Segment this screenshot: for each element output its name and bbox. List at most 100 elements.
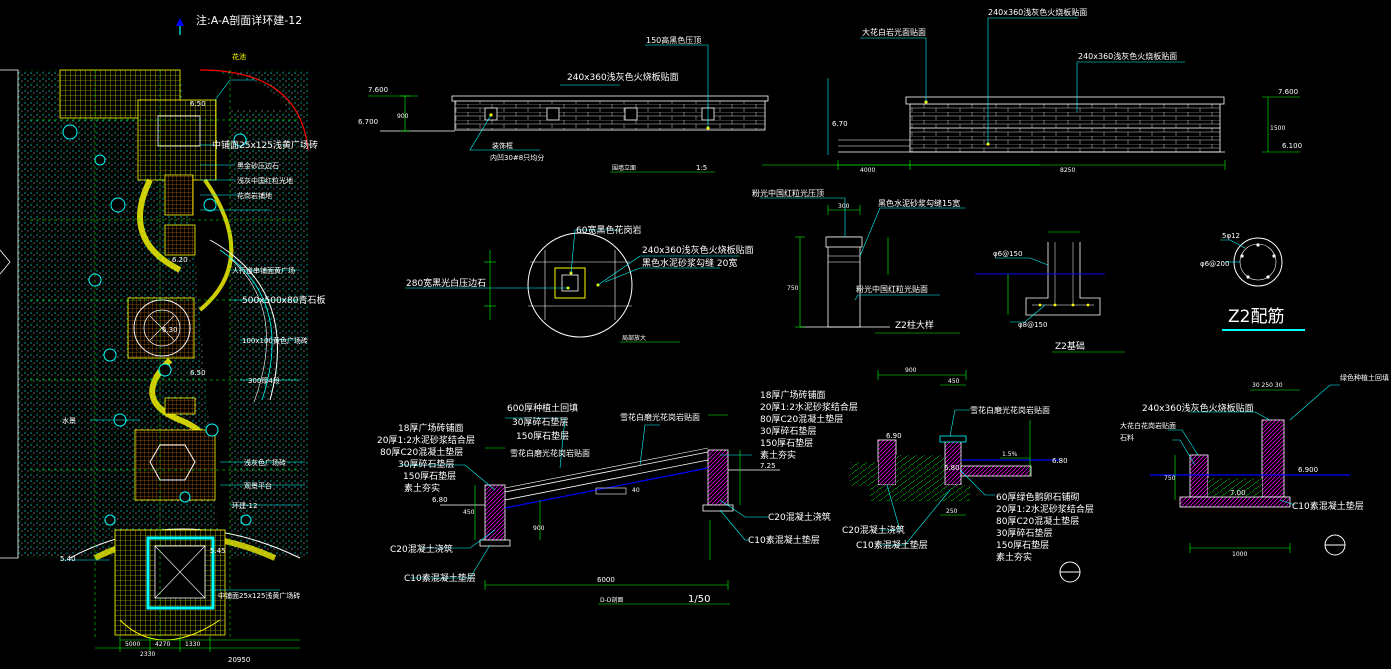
- column-label-top: 粉光中国红粒光压顶: [752, 188, 824, 198]
- section-mark-arrow: [176, 18, 184, 26]
- column-title: Z2柱大样: [895, 319, 934, 331]
- detail-circle-frame: [554, 267, 586, 299]
- dd-right-layer-5: 150厚石垫层: [760, 437, 813, 449]
- column-label-side: 粉光中国红粒光贴面: [856, 284, 928, 294]
- wall-right-level-top: 7.600: [1278, 88, 1298, 96]
- plan-level-1: 5.40: [60, 555, 76, 563]
- bed-label-2: 大花白花岗岩贴面: [1120, 421, 1176, 430]
- z2-column: 粉光中国红粒光压顶 黑色水泥砂浆勾缝15宽 粉光中国红粒光贴面 300 750 …: [752, 188, 965, 334]
- dd-right-layer-1: 18厚广场砖铺面: [760, 389, 825, 401]
- break-mark: [0, 249, 11, 275]
- bed-wall-right: [1261, 419, 1285, 498]
- slope-layer-1: [504, 459, 709, 501]
- wall-elevation-right: 大花白岩光面贴面 240x360浅灰色火烧板贴面 240x360浅灰色火烧板贴面…: [827, 7, 1302, 174]
- dd-c10-left: C10素混凝土垫层: [404, 572, 476, 584]
- dd-title: D-D剖面: [600, 596, 623, 604]
- dd-dim-w: 40: [632, 487, 640, 494]
- bed-dim-w: 1000: [1232, 551, 1247, 558]
- dd-level-right: 7.25: [760, 462, 776, 470]
- detail-circle: 60宽黑色花岗岩 240x360浅灰色火烧板贴面 黑色水泥砂浆勾缝 20宽 28…: [405, 224, 754, 343]
- section-dd-wall-left: [484, 484, 506, 541]
- pool-bottom-slab: [960, 465, 1032, 477]
- detail-dims: [484, 250, 680, 343]
- plan-dim-3: 1330: [185, 641, 200, 648]
- detail-label-3: 黑色水泥砂浆勾缝 20宽: [642, 257, 737, 269]
- plan-label-12: 中铺面25x125浅黄广场砖: [218, 591, 300, 600]
- column-body: [827, 236, 861, 328]
- section-bed: 240x360浅灰色火烧板贴面 大花白花岗岩贴面 石料 绿色种植土回填 C10素…: [1120, 373, 1389, 558]
- footing-label-1: φ6@150: [993, 250, 1022, 258]
- detail-label-2: 240x360浅灰色火烧板贴面: [642, 244, 754, 256]
- dd-left-layer-1: 18厚广场砖铺面: [398, 422, 463, 434]
- plan-label-planter: 花池: [232, 52, 246, 61]
- pool-label-c10: C10素混凝土垫层: [856, 539, 928, 551]
- entry-paving: [137, 99, 217, 181]
- path-segment: [164, 174, 194, 216]
- wall-left-niches: [484, 107, 715, 121]
- dd-right-layer-4: 30厚碎石垫层: [760, 425, 816, 437]
- wall-right-label-face2: 240x360浅灰色火烧板贴面: [1078, 51, 1177, 61]
- site-boundary: [199, 69, 309, 151]
- rebar-label-2: φ6@200: [1200, 260, 1229, 268]
- section-dd-left-layers: 18厚广场砖铺面 20厚1:2水泥砂浆结合层 80厚C20混凝土垫层 30厚碎石…: [377, 422, 475, 494]
- wall-right-dim-w1: 4000: [860, 167, 875, 174]
- bed-soil: [1208, 478, 1262, 497]
- octagon-feature: [149, 444, 196, 481]
- dd-dim-total: 6000: [597, 576, 615, 584]
- water-feature-frame: [146, 536, 215, 610]
- plan-label-4: 花岗岩铺地: [237, 191, 272, 200]
- wall-elevation-left: 150高黑色压顶 240x360浅灰色火烧板贴面 装饰框 内凹30#8只均分 围…: [358, 35, 1040, 173]
- plan-label-water: 水景: [62, 416, 76, 425]
- wall-left-label-face: 240x360浅灰色火烧板贴面: [567, 71, 679, 83]
- detail-circle-inner: [561, 274, 579, 292]
- site-plan: 注:A-A剖面详环建-12 花池 中铺面25x125浅黄广场砖 黑金砂压边石 浅…: [0, 13, 325, 664]
- plan-level-5: 6.50: [190, 369, 206, 377]
- dd-c20-right: C20混凝土浇筑: [768, 511, 831, 523]
- wall-right-label-face1: 240x360浅灰色火烧板贴面: [988, 7, 1087, 17]
- pool-wall-right: [944, 439, 962, 486]
- slope-layer-2: [504, 451, 709, 493]
- path-segment-2: [164, 397, 196, 415]
- dd-right-layer-6: 素土夯实: [760, 449, 796, 461]
- wall-right-face: [909, 101, 1221, 153]
- plan-label-8: 300厚4段: [248, 376, 280, 385]
- wall-left-title: 围墙立面: [612, 164, 636, 172]
- plan-dim-lines: [95, 636, 300, 652]
- pool-cap: [939, 435, 967, 443]
- footing-rebar-dots: [1038, 303, 1090, 307]
- plan-label-3: 浅灰中国红粒光地: [237, 176, 293, 185]
- plan-label-2: 黑金砂压边石: [237, 161, 279, 170]
- footing-outline: [1025, 242, 1101, 316]
- wall-left-level-base: 6.700: [358, 118, 378, 126]
- section-dd-right-layers: 18厚广场砖铺面 20厚1:2水泥砂浆结合层 80厚C20混凝土垫层 30厚碎石…: [760, 389, 858, 461]
- pool-layer-6: 素土夯实: [996, 551, 1032, 563]
- bed-base-slab: [1179, 496, 1291, 508]
- section-dd-top-layers: 600厚种植土回填 30厚碎石垫层 150厚石垫层: [507, 402, 578, 442]
- bed-dims: [1174, 389, 1300, 553]
- pool-slope: 1.5%: [1002, 451, 1018, 458]
- detail-circle-bricks: [528, 250, 632, 320]
- footing-dims: [1007, 231, 1125, 353]
- detail-leaders: [405, 229, 740, 289]
- central-inner-circle: [143, 309, 181, 347]
- footing-title: Z2基础: [1055, 340, 1085, 352]
- section-dd-leaders: [400, 417, 768, 579]
- section-dd: 18厚广场砖铺面 20厚1:2水泥砂浆结合层 80厚C20混凝土垫层 30厚碎石…: [377, 389, 858, 605]
- wall-left-coping: [451, 95, 769, 102]
- z2-rebar: 5φ12 φ6@200 Z2配筋: [1200, 232, 1305, 331]
- pool-layer-1: 60厚绿色鹅卵石铺砌: [996, 491, 1079, 503]
- plan-label-10: 观景平台: [244, 481, 272, 490]
- rebar-bars: [1240, 243, 1276, 279]
- dd-right-layer-3: 80厚C20混凝土垫层: [760, 413, 843, 425]
- water-feature-cross: [154, 545, 206, 599]
- wall-left-label-top: 150高黑色压顶: [646, 35, 701, 45]
- detail-label-1: 60宽黑色花岗岩: [576, 224, 641, 236]
- dd-rail-left: 雪花白磨光花岗岩贴面: [510, 448, 590, 458]
- dd-left-layer-4: 30厚碎石垫层: [398, 458, 454, 470]
- section-dd-base-left: [479, 539, 511, 547]
- planting-area-right: [230, 110, 308, 558]
- footing-label-2: φ8@150: [1018, 321, 1047, 329]
- pool-wall-left: [877, 439, 897, 486]
- wall-right-dim-h: 1500: [1270, 125, 1285, 132]
- bed-level-1: 6.900: [1298, 466, 1318, 474]
